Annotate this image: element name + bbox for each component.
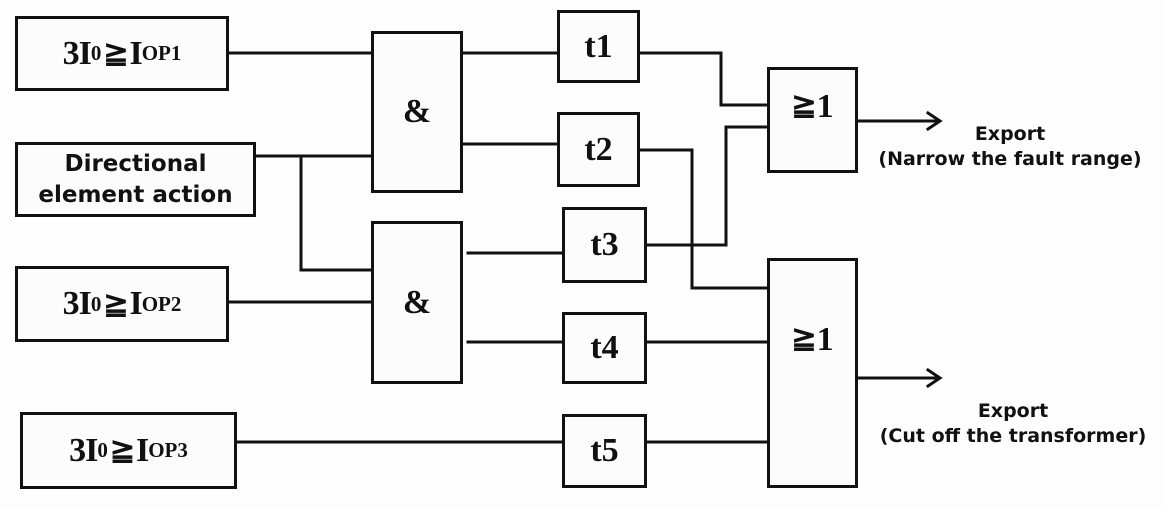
wire-t3-or1: [644, 125, 769, 247]
iop3-target: I: [135, 431, 149, 469]
output-1-description: (Narrow the fault range): [878, 148, 1142, 170]
timer-t1: t1: [557, 10, 640, 83]
timer-t5-label: t5: [590, 432, 619, 469]
iop3-prefix-sub: 0: [97, 438, 108, 462]
output-1-label: Export (Narrow the fault range): [868, 122, 1152, 172]
iop1-prefix-sub: 0: [90, 41, 102, 65]
timer-t4: t4: [562, 312, 647, 384]
timer-t2-label: t2: [584, 130, 613, 168]
output-2-title: Export: [977, 400, 1049, 422]
and-gate-1-label: &: [402, 93, 432, 130]
or-gate-1: ≧1: [767, 67, 858, 173]
timer-t4-label: t4: [590, 329, 619, 366]
and-gate-2: &: [371, 221, 463, 384]
timer-t5: t5: [562, 414, 647, 488]
iop2-target: I: [129, 285, 142, 322]
timer-t3: t3: [562, 207, 647, 283]
iop1-prefix: 3I: [62, 34, 92, 72]
output-1-title: Export: [974, 123, 1046, 145]
iop1-target: I: [129, 34, 142, 72]
iop1-relation: ≧: [103, 37, 128, 70]
timer-t2: t2: [557, 112, 640, 187]
input-directional-block: Directional element action: [15, 142, 256, 217]
output-2-label: Export (Cut off the transformer): [870, 399, 1156, 449]
timer-t1-label: t1: [584, 27, 613, 65]
directional-line1: Directional: [64, 150, 207, 177]
or-gate-2: ≧1: [767, 258, 858, 488]
wire-t2-or2: [637, 148, 769, 290]
iop3-target-sub: OP3: [148, 438, 188, 462]
arrowhead-out1: [925, 110, 943, 132]
timer-t3-label: t3: [590, 226, 619, 263]
and-gate-2-label: &: [402, 283, 432, 321]
iop2-relation: ≧: [103, 287, 128, 321]
wire-directional-and2: [299, 154, 373, 272]
iop2-prefix-sub: 0: [90, 291, 102, 316]
or-gate-1-relation: ≧: [791, 89, 817, 122]
or-gate-2-relation: ≧: [791, 322, 817, 355]
or-gate-2-value: 1: [816, 321, 834, 358]
iop3-relation: ≧: [109, 434, 135, 467]
or-gate-1-value: 1: [816, 88, 834, 125]
iop1-target-sub: OP1: [141, 41, 182, 65]
iop2-target-sub: OP2: [141, 291, 182, 316]
iop3-prefix: 3I: [69, 431, 98, 469]
wire-t1-or1: [637, 51, 769, 107]
directional-line2: element action: [38, 181, 233, 208]
output-2-description: (Cut off the transformer): [879, 425, 1147, 447]
iop2-prefix: 3I: [62, 285, 92, 322]
arrowhead-out2: [925, 367, 943, 389]
and-gate-1: &: [371, 31, 463, 193]
